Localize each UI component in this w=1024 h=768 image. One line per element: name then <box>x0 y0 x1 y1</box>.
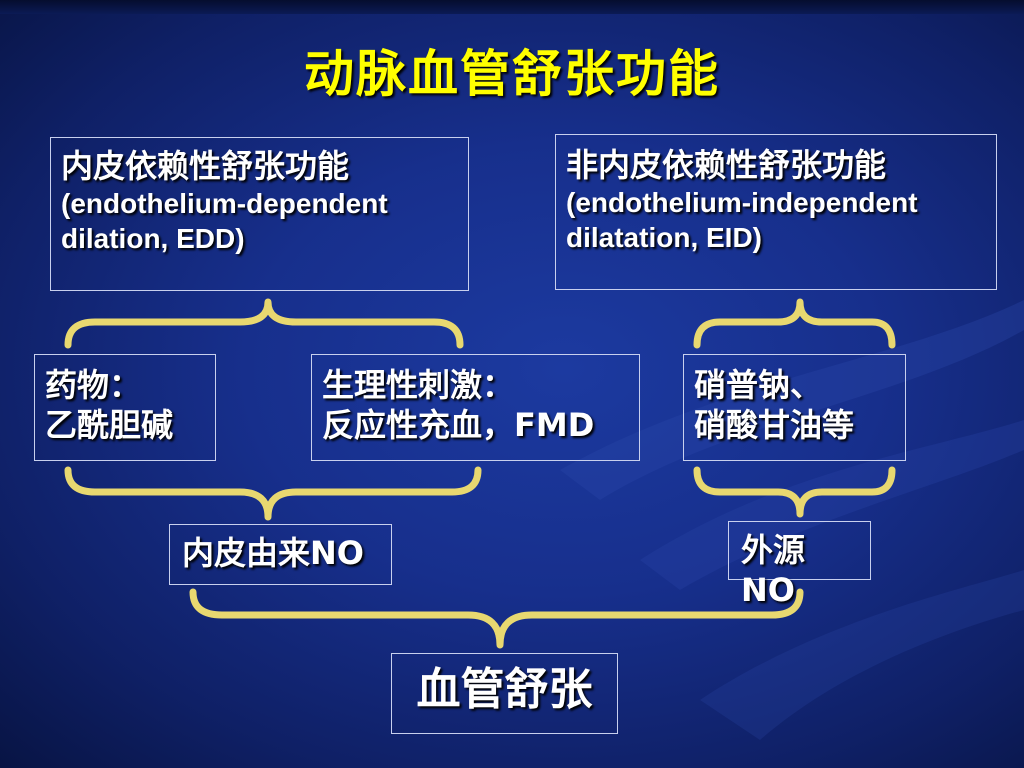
eid-box: 非内皮依赖性舒张功能 (endothelium-independent dila… <box>555 134 997 290</box>
nitro-box: 硝普钠、 硝酸甘油等 <box>683 354 906 461</box>
dilation-label: 血管舒张 <box>416 664 593 715</box>
brace-edd-bottom <box>64 466 482 521</box>
endo-no-box: 内皮由来NO <box>169 524 392 585</box>
eid-en-line1: (endothelium-independent <box>566 187 918 218</box>
drug-line1: 药物： <box>45 366 142 404</box>
brace-dilation <box>189 588 804 649</box>
brace-edd <box>64 298 464 349</box>
exo-no-box: 外源NO <box>728 521 871 609</box>
physio-line1: 生理性刺激： <box>322 366 515 404</box>
edd-box: 内皮依赖性舒张功能 (endothelium-dependent dilatio… <box>50 137 469 291</box>
physio-box: 生理性刺激： 反应性充血，FMD <box>311 354 640 461</box>
edd-en-line1: (endothelium-dependent <box>61 188 388 219</box>
brace-eid <box>693 298 896 349</box>
nitro-line2: 硝酸甘油等 <box>694 406 855 444</box>
nitro-line1: 硝普钠、 <box>694 366 823 404</box>
drug-line2: 乙酰胆碱 <box>45 406 174 444</box>
edd-cn-label: 内皮依赖性舒张功能 <box>61 147 350 185</box>
page-title: 动脉血管舒张功能 <box>304 45 720 103</box>
endo-no-label: 内皮由来NO <box>182 534 364 572</box>
physio-line2: 反应性充血，FMD <box>322 406 595 444</box>
eid-cn-label: 非内皮依赖性舒张功能 <box>566 146 887 184</box>
brace-eid-bottom <box>693 466 896 518</box>
exo-no-label: 外源NO <box>741 531 806 609</box>
dilation-box: 血管舒张 <box>391 653 618 734</box>
edd-en-line2: dilation, EDD) <box>61 223 245 254</box>
drug-box: 药物： 乙酰胆碱 <box>34 354 216 461</box>
eid-en-line2: dilatation, EID) <box>566 222 762 253</box>
top-bar <box>0 0 1024 14</box>
